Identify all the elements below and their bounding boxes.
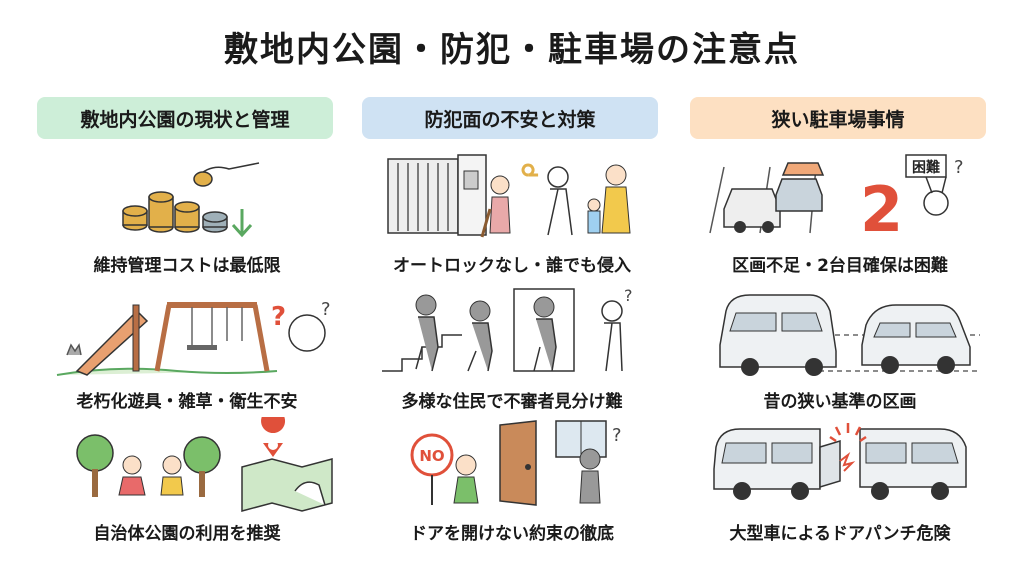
column-header-security: 防犯面の不安と対策 (362, 97, 658, 139)
old-playground-icon: ? ? (37, 285, 337, 385)
narrow-parking-icon (690, 285, 990, 385)
column-security: 防犯面の不安と対策 オートロックなし・誰でも侵入 (362, 97, 662, 557)
item-diverse-residents: ? 多様な住民で不審者見分け難 (362, 285, 662, 413)
park-map-icon (37, 417, 337, 517)
svg-text:?: ? (271, 302, 286, 332)
open-gate-icon (362, 149, 662, 249)
residents-icon: ? (362, 285, 662, 385)
caption-parking-shortage: 区画不足・2台目確保は困難 (732, 256, 948, 276)
caption-door-punch: 大型車によるドアパンチ危険 (729, 524, 951, 544)
column-header-parking: 狭い駐車場事情 (690, 97, 986, 139)
item-maintenance-cost: 維持管理コストは最低限 (37, 149, 337, 277)
difficult-sign-text: 困難 (912, 159, 940, 176)
item-parking-shortage: 2 困難 ? 区画不足・2台目確保は困難 (690, 149, 990, 277)
no-sign-label: NO (419, 447, 444, 465)
caption-dont-open-door: ドアを開けない約束の徹底 (410, 524, 614, 544)
item-narrow-standard: 昔の狭い基準の区画 (690, 285, 990, 413)
caption-public-park: 自治体公園の利用を推奨 (93, 524, 281, 544)
caption-no-autolock: オートロックなし・誰でも侵入 (393, 256, 631, 276)
column-parking: 狭い駐車場事情 2 困難 ? 区画不足・2台目確保は困難 (690, 97, 990, 557)
svg-text:?: ? (612, 425, 622, 446)
svg-text:?: ? (624, 286, 633, 305)
item-old-playground: ? ? 老朽化遊具・雑草・衛生不安 (37, 285, 337, 413)
caption-diverse-residents: 多様な住民で不審者見分け難 (401, 392, 623, 412)
door-no-icon: NO ? (362, 417, 662, 517)
parking-lot-icon: 2 困難 ? (690, 149, 990, 249)
door-punch-icon (690, 417, 990, 517)
item-public-park: 自治体公園の利用を推奨 (37, 417, 337, 545)
svg-text:?: ? (954, 157, 964, 178)
caption-narrow-standard: 昔の狭い基準の区画 (763, 392, 917, 412)
caption-maintenance-cost: 維持管理コストは最低限 (93, 256, 281, 276)
caption-old-playground: 老朽化遊具・雑草・衛生不安 (76, 392, 298, 412)
item-no-autolock: オートロックなし・誰でも侵入 (362, 149, 662, 277)
big-number-2: 2 (860, 173, 903, 246)
column-park: 敷地内公園の現状と管理 維持管理コストは最低限 (37, 97, 337, 557)
page-title: 敷地内公園・防犯・駐車場の注意点 (224, 30, 800, 70)
item-dont-open-door: NO ? ドアを開けない約束の徹底 (362, 417, 662, 545)
svg-text:?: ? (321, 299, 331, 320)
column-header-park: 敷地内公園の現状と管理 (37, 97, 333, 139)
item-door-punch: 大型車によるドアパンチ危険 (690, 417, 990, 545)
coins-hand-icon (37, 149, 337, 249)
